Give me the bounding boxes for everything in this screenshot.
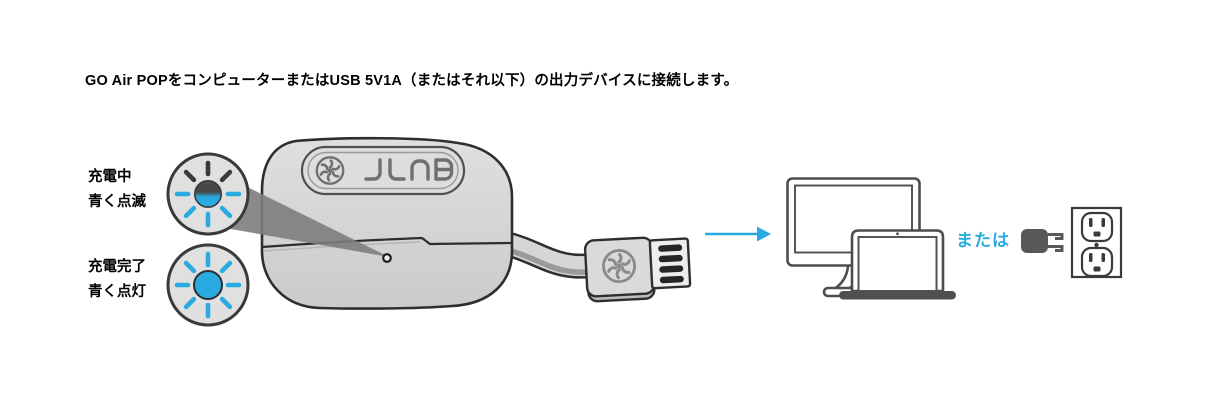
laptop-icon [839,229,956,300]
legend-charging-title: 充電中 [88,169,132,185]
legend-charging-subtitle: 青く点滅 [88,194,146,210]
or-label: または [956,231,1010,250]
case-led-dot [382,253,392,263]
wall-outlet-icon [1070,206,1123,279]
legend-complete: 充電完了 青く点灯 [88,255,146,305]
legend-complete-title: 充電完了 [88,259,146,275]
legend-charging: 充電中 青く点滅 [88,165,146,215]
legend-complete-subtitle: 青く点灯 [88,284,146,300]
jlab-wordmark [364,158,454,181]
usb-plug-icon [583,236,692,303]
led-indicator-blinking-icon [166,152,250,236]
led-indicator-solid-icon [166,243,250,327]
power-adapter-icon [1021,229,1064,253]
instruction-text: GO Air POPをコンピューターまたはUSB 5V1A（またはそれ以下）の出… [85,73,739,89]
arrow-right-icon [705,226,771,242]
led-callout-beam [214,171,389,257]
jlab-logo [300,145,466,196]
charging-case-icon [260,136,514,310]
